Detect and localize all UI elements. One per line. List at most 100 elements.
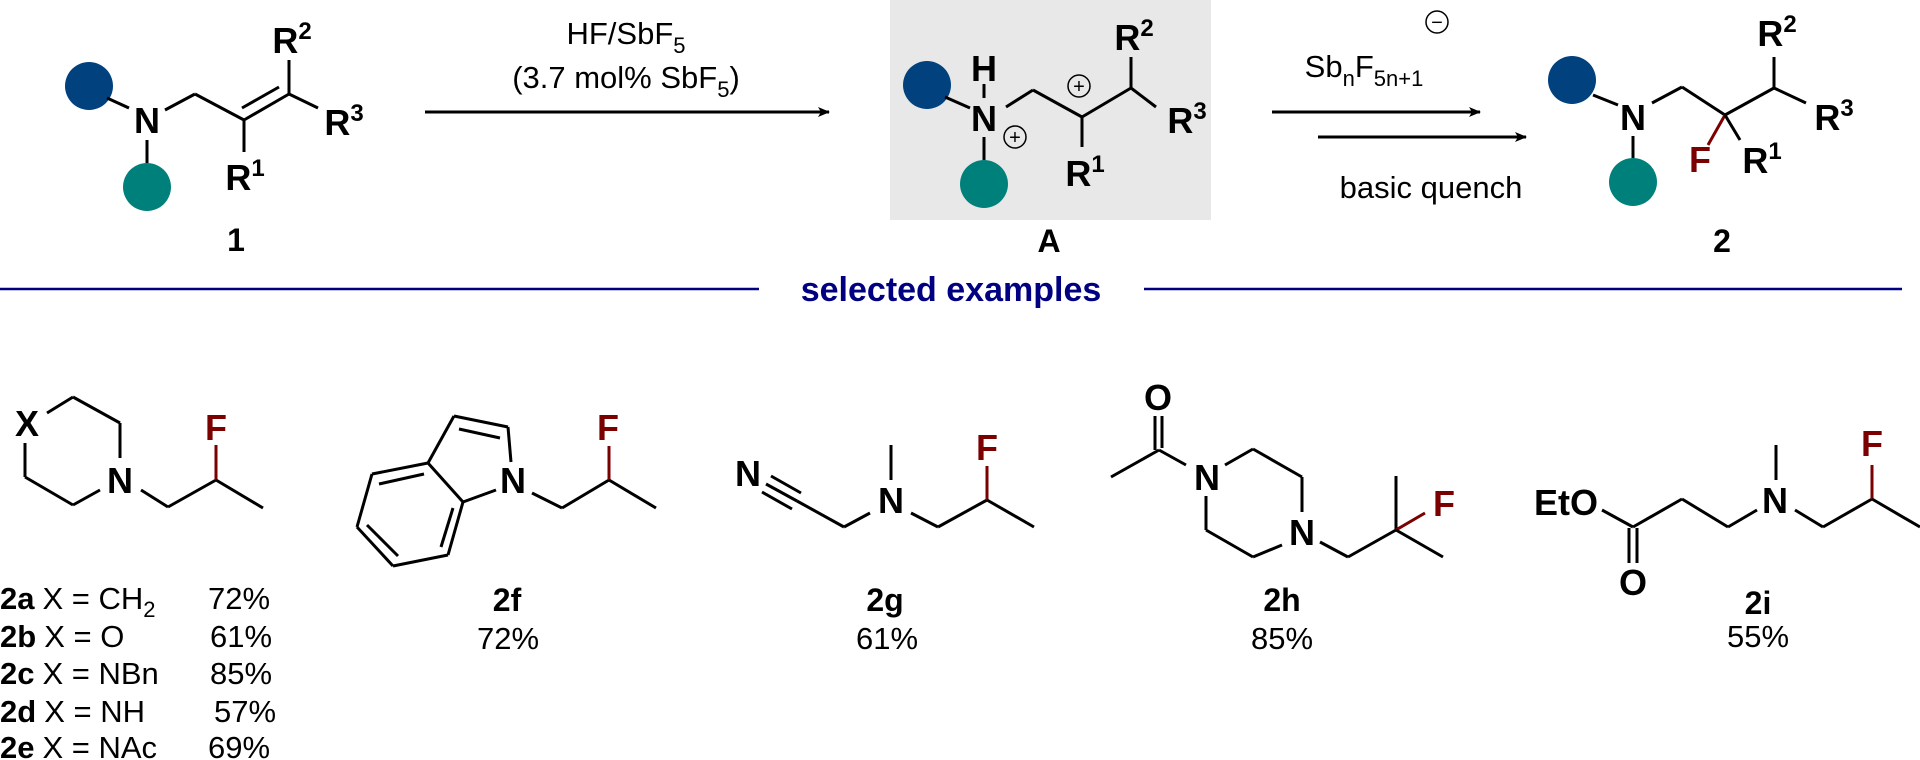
bond [1632, 497, 1683, 529]
bond [426, 415, 456, 464]
fluorine-atom: F [1861, 423, 1883, 464]
carbocation-charge-sign: + [1073, 76, 1085, 98]
positive-charge-sign: + [1009, 127, 1021, 149]
r2-group: R2 [272, 18, 311, 61]
nitrogen-atom: N [134, 100, 160, 141]
bond [462, 488, 497, 504]
bond [164, 92, 196, 112]
bond [1158, 448, 1187, 467]
oxygen-atom: O [1144, 377, 1172, 418]
bond [1347, 528, 1397, 559]
bond [506, 426, 513, 463]
teal-substituent-icon [123, 163, 171, 211]
bond [1592, 93, 1619, 107]
yield-2d: 57% [214, 694, 276, 729]
nitrogen-atom: N [878, 480, 904, 521]
intermediate-a-structure: H N + + R1 R2 R3 [903, 15, 1207, 208]
bond [426, 461, 465, 504]
reagent-hf-sbf5: HF/SbF5 [566, 16, 685, 58]
bond [106, 96, 130, 110]
positive-charge-icon [1003, 125, 1027, 149]
example-2f-structure: N F [355, 407, 657, 568]
r3-group: R3 [1167, 98, 1206, 141]
bond [561, 478, 610, 510]
bond [1252, 447, 1303, 479]
reagent-basic-quench: basic quench [1340, 170, 1523, 205]
bond [937, 498, 988, 529]
bond [531, 491, 563, 510]
double-bond-inner [365, 523, 400, 558]
bond [1252, 543, 1283, 559]
bond [843, 511, 871, 529]
compound-label-2g: 2g [866, 582, 903, 618]
double-bond-inner [439, 507, 455, 548]
bond [1681, 497, 1729, 529]
bond [355, 473, 374, 528]
yield-2e: 69% [208, 730, 270, 760]
teal-substituent-icon [960, 160, 1008, 208]
bond [288, 92, 319, 110]
double-bond-inner [241, 85, 280, 110]
carbocation-charge-icon [1067, 74, 1091, 98]
bond [24, 475, 74, 507]
bond [1651, 85, 1683, 105]
bond [944, 95, 971, 110]
c-f-bond [1395, 511, 1426, 532]
r1-group: R1 [1742, 138, 1781, 181]
example-2h-structure: O N N F [1110, 377, 1455, 559]
double-bond-inner [458, 427, 501, 440]
negative-charge-sign: − [1431, 12, 1443, 34]
bond [392, 553, 449, 568]
bond [1822, 497, 1873, 529]
yield-2f: 72% [477, 621, 539, 656]
compound-label-2h: 2h [1263, 582, 1300, 618]
yield-2a: 72% [208, 581, 270, 616]
double-bond [243, 92, 290, 122]
bond [1794, 508, 1824, 529]
example-2g-structure: N N F [735, 427, 1035, 529]
bond [1005, 88, 1034, 109]
bond [446, 501, 465, 556]
bond [355, 525, 395, 568]
bond [1871, 497, 1920, 529]
yield-2i: 55% [1727, 619, 1789, 654]
bond [194, 92, 245, 122]
bond [1110, 448, 1160, 479]
bond [1681, 85, 1726, 117]
bond [1081, 86, 1132, 119]
r1-group: R1 [1065, 151, 1104, 194]
compound-label-2f: 2f [493, 582, 522, 618]
bond [1130, 86, 1157, 109]
triple-bond [770, 474, 802, 495]
nitrogen-atom: N [1762, 480, 1788, 521]
bond [1224, 447, 1254, 467]
reagent-loading: (3.7 mol% SbF5) [512, 60, 740, 102]
x-atom: X [15, 403, 39, 444]
bond [1773, 86, 1807, 105]
bond [72, 488, 101, 507]
nitrogen-atom: N [971, 98, 997, 139]
compound-1-structure: N R1 R2 R3 [65, 18, 364, 211]
r3-group: R3 [324, 100, 363, 143]
bond [1205, 528, 1254, 559]
bond [1319, 540, 1349, 559]
product-2-structure: N F R1 R2 R3 [1548, 11, 1854, 206]
bond [371, 461, 429, 476]
example-2i-structure: EtO O N F [1534, 423, 1920, 603]
blue-substituent-icon [1548, 56, 1596, 104]
nitrogen-atom: N [500, 460, 526, 501]
triple-bond [761, 490, 793, 511]
compound-label-a: A [1037, 223, 1060, 259]
nitrogen-atom: N [1194, 457, 1220, 498]
bond [1727, 508, 1758, 529]
r2-group: R2 [1757, 11, 1796, 54]
section-title: selected examples [801, 271, 1102, 309]
c-f-bond [1706, 114, 1727, 146]
teal-substituent-icon [1609, 158, 1657, 206]
bond [1723, 114, 1742, 141]
